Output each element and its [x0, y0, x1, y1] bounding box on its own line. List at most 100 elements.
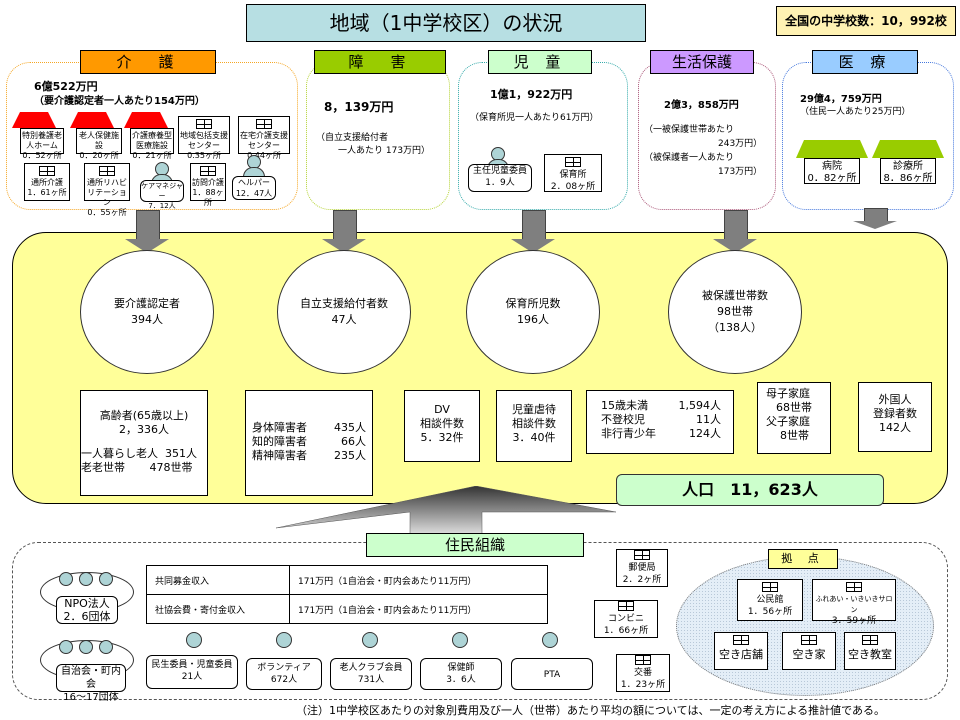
facility-home-visit: 訪問介護 1．88ヶ所 — [190, 163, 226, 207]
arrow-down-icon — [853, 208, 897, 229]
person-icon — [99, 572, 113, 586]
window-icon — [634, 550, 650, 560]
bases-label: 拠 点 — [768, 549, 838, 569]
npo-box: NPO法人 2．6団体 — [56, 596, 118, 624]
facility-home-care-support: 在宅介護支援センター 0.44ヶ所 — [238, 116, 290, 160]
single-parent-stats: 母子家庭 68世帯 父子家庭 8世帯 — [757, 382, 831, 454]
window-icon — [618, 601, 634, 611]
facility-nursing-home: 特別養護老人ホーム 0．52ヶ所 — [20, 128, 64, 160]
volunteer-box: ボランティア 672人 — [246, 658, 322, 690]
vacant-store-box: 空き店舗 — [714, 632, 768, 670]
disability-cost: 8，139万円 — [324, 100, 394, 114]
circle-care-certified: 要介護認定者 394人 — [80, 250, 214, 374]
window-icon — [801, 635, 817, 645]
welfare-section — [638, 62, 776, 210]
welfare-label: 生活保護 — [650, 50, 754, 74]
welfare-note: （一被保護世帯あたり — [644, 125, 735, 135]
window-icon — [256, 119, 272, 129]
care-manager-box: ケアマネジャー 7．12人 — [140, 180, 184, 210]
hospital-box: 病院 0．82ヶ所 — [804, 158, 860, 184]
medical-cost: 29億4，759万円 — [800, 94, 882, 105]
page-title: 地域（1中学校区）の状況 — [246, 4, 646, 42]
elderly-stats: 高齢者(65歳以上) 2，336人 一人暮らし老人 351人 老老世帯 478世… — [80, 390, 208, 496]
circle-independence-support: 自立支援給付者数 47人 — [277, 250, 411, 374]
window-icon — [565, 157, 581, 167]
nursery-box: 保育所 2．08ヶ所 — [544, 154, 602, 192]
table-row: 共同募金収入 171万円（1自治会・町内会あたり11万円） — [146, 565, 548, 595]
person-icon — [79, 640, 93, 654]
pta-box: PTA — [511, 658, 593, 690]
children-cost-note: （保育所児一人あたり61万円） — [470, 113, 599, 123]
facility-medical-care: 介護療養型医療施設 0．21ヶ所 — [130, 128, 174, 160]
neighborhood-association-box: 自治会・町内会 16～17団体 — [56, 664, 126, 703]
arrow-down-icon — [125, 210, 169, 253]
person-icon — [276, 632, 292, 648]
disability-label: 障 害 — [314, 50, 446, 74]
community-hall-box: 公民館 1．56ヶ所 — [737, 579, 803, 621]
window-icon — [196, 119, 212, 129]
facility-day-rehab: 通所リハビリテーション 0．55ヶ所 — [84, 163, 130, 217]
care-label: 介 護 — [80, 50, 216, 74]
table-row: 社協会費・寄付金収入 171万円（1自治会・町内会あたり11万円） — [146, 594, 548, 624]
red-roof-icon — [12, 112, 56, 128]
medical-section — [782, 62, 954, 210]
public-health-nurse-box: 保健師 3．6人 — [420, 658, 502, 690]
medical-cost-note: （住民一人あたり25万円） — [800, 107, 911, 117]
senior-club-box: 老人クラブ会員 731人 — [330, 658, 412, 690]
welfare-note: （被保護者一人あたり — [644, 153, 735, 163]
person-icon — [362, 632, 378, 648]
bases-ellipse — [676, 556, 934, 696]
window-icon — [99, 166, 115, 176]
care-cost-note: （要介護認定者一人あたり154万円） — [34, 96, 205, 107]
welfare-note: 173万円） — [718, 167, 763, 177]
person-icon — [452, 632, 468, 648]
window-icon — [733, 635, 749, 645]
children-label: 児 童 — [488, 50, 592, 74]
chief-child-commissioner-box: 主任児童委員 1．9人 — [468, 164, 532, 192]
disability-cost-note: （自立支援給付者 — [316, 133, 389, 143]
post-office-box: 郵便局 2．2ヶ所 — [616, 549, 668, 587]
person-icon — [99, 640, 113, 654]
facility-community-support: 地域包括支援センター 0.35ヶ所 — [178, 116, 230, 160]
person-icon — [59, 640, 73, 654]
care-cost: 6億522万円 — [34, 80, 98, 93]
window-icon — [635, 655, 651, 665]
green-roof-icon — [796, 140, 868, 158]
arrow-down-icon — [322, 210, 366, 253]
window-icon — [200, 166, 216, 176]
footnote: （注）1中学校区あたりの対象別費用及び一人（世帯）あたり平均の額については、一定… — [296, 704, 886, 717]
helper-box: ヘルパー 12．47人 — [232, 176, 276, 200]
circle-welfare-households: 被保護世帯数 98世帯 （138人） — [668, 250, 802, 374]
person-icon — [59, 572, 73, 586]
red-roof-icon — [124, 112, 168, 128]
children-cost: 1億1，922万円 — [490, 88, 573, 101]
resident-organizations-label: 住民組織 — [366, 533, 584, 557]
arrow-up-icon — [276, 486, 616, 535]
disability-cost-note: 一人あたり 173万円） — [338, 146, 431, 156]
window-icon — [862, 635, 878, 645]
welfare-cost: 2億3，858万円 — [664, 100, 739, 111]
police-box: 交番 1．23ヶ所 — [616, 654, 670, 692]
person-icon — [186, 632, 202, 648]
vacant-house-box: 空き家 — [782, 632, 836, 670]
welfare-note: 243万円） — [718, 139, 763, 149]
circle-nursery-children: 保育所児数 196人 — [466, 250, 600, 374]
disability-section — [306, 62, 450, 210]
clinic-box: 診療所 8．86ヶ所 — [880, 158, 936, 184]
salon-box: ふれあい・いきいきサロン 3．59ヶ所 — [812, 579, 896, 626]
person-icon — [79, 572, 93, 586]
window-icon — [762, 582, 778, 592]
arrow-down-icon — [713, 210, 757, 253]
population-badge: 人口 11，623人 — [616, 474, 884, 506]
arrow-down-icon — [511, 210, 555, 253]
foreign-residents-stats: 外国人 登録者数 142人 — [858, 382, 932, 452]
dv-stats: DV 相談件数 5．32件 — [404, 390, 480, 462]
vacant-classroom-box: 空き教室 — [844, 632, 896, 670]
facility-health-facility: 老人保健施設 0．20ヶ所 — [76, 128, 122, 160]
green-roof-icon — [872, 140, 944, 158]
national-school-count: 全国の中学校数：10，992校 — [776, 6, 956, 36]
window-icon — [39, 166, 55, 176]
child-abuse-stats: 児童虐待 相談件数 3．40件 — [496, 390, 572, 462]
